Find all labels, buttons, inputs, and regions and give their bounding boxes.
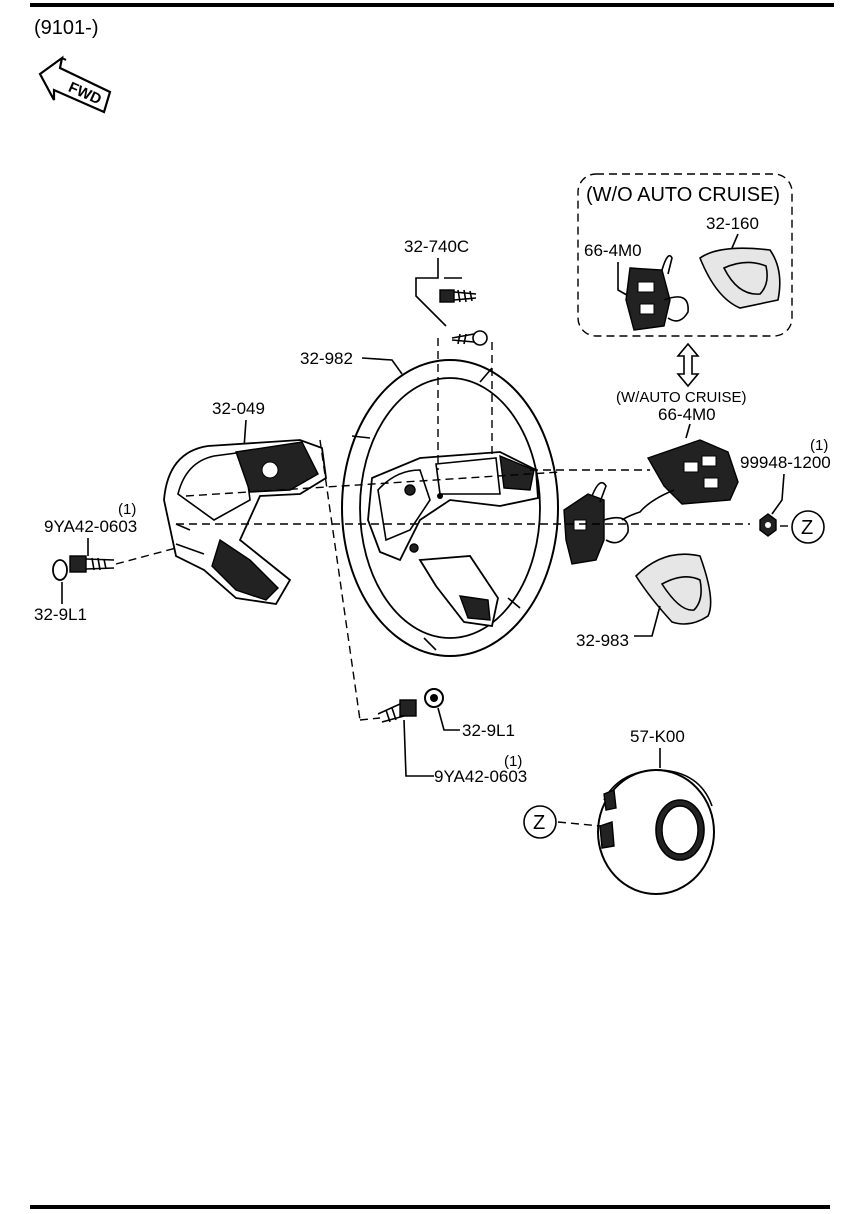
callout-32-049: 32-049 — [212, 399, 265, 418]
screw-32-740c-upper — [439, 289, 477, 303]
callout-9ya42-0603-bottom: 9YA42-0603 — [434, 767, 527, 786]
bolt-9ya42-0603-bottom — [377, 699, 417, 723]
callout-32-740c: 32-740C — [404, 237, 469, 256]
cap-32-9l1-bottom — [424, 688, 444, 708]
fwd-arrow-icon: FWD — [38, 55, 112, 114]
variant-swap-arrow-icon — [676, 342, 700, 388]
bottom-border-rule — [30, 1205, 830, 1209]
callout-57-k00: 57-K00 — [630, 727, 685, 746]
rear-cover-32-049 — [163, 439, 327, 605]
callout-99948-1200: 99948-1200 — [740, 453, 831, 472]
airbag-module-57-k00 — [597, 769, 715, 895]
without-cruise-variant-box — [577, 173, 793, 337]
bezel-cover-lower-32-983 — [634, 553, 712, 625]
callout-32-982: 32-982 — [300, 349, 353, 368]
with-cruise-label: (W/AUTO CRUISE) — [616, 389, 747, 406]
callout-32-160: 32-160 — [706, 214, 759, 233]
reference-z-marker-top: Z — [791, 510, 825, 544]
callout-32-9l1-left: 32-9L1 — [34, 605, 87, 624]
callout-32-9l1-bottom: 32-9L1 — [462, 721, 515, 740]
top-border-rule — [30, 3, 834, 7]
cap-32-9l1-left — [52, 559, 68, 581]
nut-99948-1200 — [759, 513, 777, 537]
screw-32-740c-lower — [451, 330, 488, 346]
callout-99948-1200-qty: (1) — [810, 437, 828, 454]
without-cruise-label: (W/O AUTO CRUISE) — [586, 184, 780, 206]
callout-66-4m0-upper: 66-4M0 — [584, 241, 642, 260]
callout-9ya42-0603-left: 9YA42-0603 — [44, 517, 137, 536]
ref-z-top-label: Z — [801, 517, 813, 539]
cruise-switch-lower — [621, 439, 739, 521]
reference-z-marker-bottom: Z — [523, 805, 557, 839]
callout-32-983: 32-983 — [576, 631, 629, 650]
callout-66-4m0-lower: 66-4M0 — [658, 405, 716, 424]
bolt-9ya42-0603-left — [69, 555, 115, 573]
cruise-switch-left-side — [563, 481, 629, 565]
bezel-cover-upper — [699, 247, 781, 309]
callout-9ya42-0603-bottom-qty: (1) — [504, 753, 522, 770]
range-code-label: (9101-) — [34, 17, 98, 39]
ref-z-bottom-label: Z — [533, 812, 545, 834]
callout-9ya42-0603-left-qty: (1) — [118, 501, 136, 518]
steering-wheel-32-982 — [341, 359, 559, 657]
cruise-switch-upper — [625, 254, 689, 331]
